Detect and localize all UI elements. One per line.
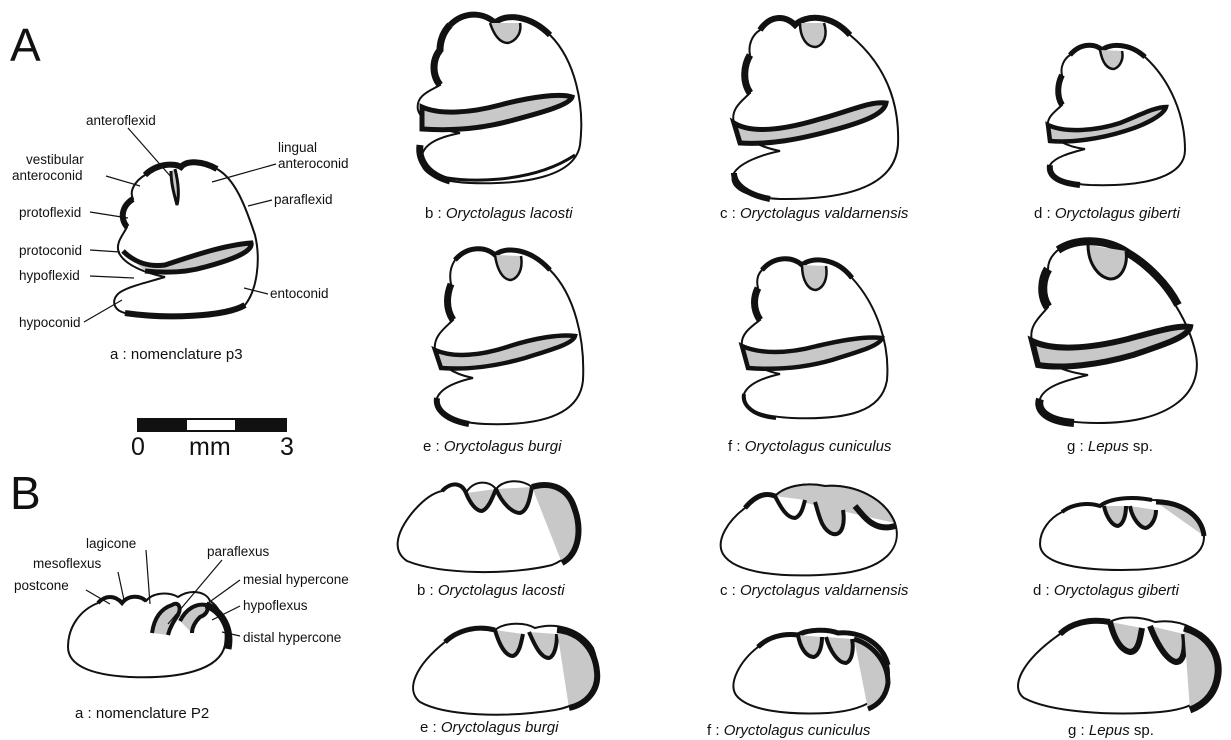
caption-a-p3: a : nomenclature p3 [110,346,243,363]
tooth-p3-f [732,250,897,425]
caption-f-p3: f : Oryctolagus cuniculus [728,438,891,455]
caption-b-P2: b : Oryctolagus lacosti [417,582,565,599]
caption-d-P2: d : Oryctolagus giberti [1033,582,1179,599]
scale-min: 0 [131,435,145,460]
caption-c-P2: c : Oryctolagus valdarnensis [720,582,908,599]
tooth-p3-b [410,5,590,190]
scale-bar [137,418,287,432]
tooth-p3-g [1018,235,1208,430]
caption-f-P2: f : Oryctolagus cuniculus [707,722,870,739]
scale-unit: mm [189,435,231,460]
tooth-P2-d [1032,492,1212,577]
tooth-P2-c [715,478,905,583]
caption-e-p3: e : Oryctolagus burgi [423,438,561,455]
caption-g-P2: g : Lepus sp. [1068,722,1154,739]
P2-leader-lines [0,520,400,660]
caption-a-P2: a : nomenclature P2 [75,705,209,722]
tooth-P2-b [392,473,592,578]
tooth-P2-e [405,618,605,718]
caption-c-p3: c : Oryctolagus valdarnensis [720,205,908,222]
tooth-p3-e [425,240,590,430]
tooth-p3-c [720,5,905,205]
caption-g-p3: g : Lepus sp. [1067,438,1153,455]
caption-b-p3: b : Oryctolagus lacosti [425,205,573,222]
caption-d-p3: d : Oryctolagus giberti [1034,205,1180,222]
panel-letter-b: B [10,470,41,516]
scale-bar-black-1 [139,420,187,430]
p3-leader-lines [0,0,400,340]
tooth-P2-f [728,625,898,720]
scale-max: 3 [280,435,294,460]
tooth-P2-g [1010,612,1225,720]
caption-e-P2: e : Oryctolagus burgi [420,719,558,736]
scale-bar-black-2 [235,420,285,430]
tooth-p3-d [1040,35,1200,190]
